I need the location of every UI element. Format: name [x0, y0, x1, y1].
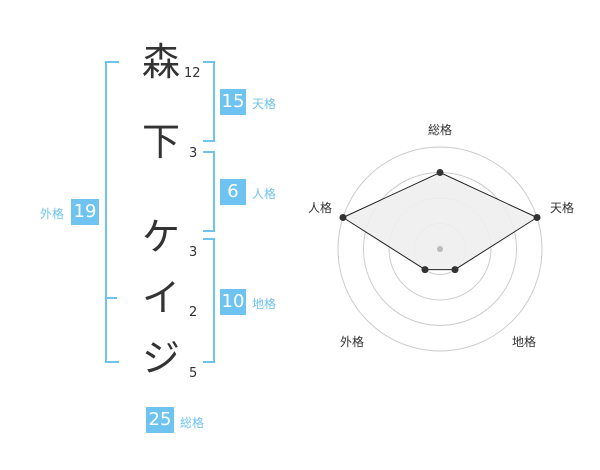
name-char-3: ケ — [141, 215, 180, 259]
soukaku-label: 総格 — [180, 416, 205, 430]
tenkaku-bracket — [203, 61, 215, 142]
radar-label-tenkaku: 天格 — [550, 200, 574, 215]
chikaku-value: 10 — [220, 289, 246, 315]
radar-label-jinkaku: 人格 — [308, 200, 332, 215]
jinkaku-bracket — [203, 151, 215, 232]
radar-point-3 — [451, 266, 459, 274]
radar-shape — [341, 171, 539, 271]
stroke-count-4: 2 — [189, 305, 198, 320]
radar-label-gaikaku: 外格 — [340, 334, 364, 349]
tenkaku-value: 15 — [220, 89, 246, 115]
radar-chart: 総格 天格 地格 外格 人格 — [308, 122, 574, 352]
gaikaku-bracket-divider — [105, 297, 117, 299]
radar-point-1 — [436, 169, 444, 176]
radar-label-soukaku: 総格 — [428, 122, 452, 137]
name-char-5: ジ — [141, 336, 180, 380]
chikaku-label: 地格 — [252, 297, 277, 311]
gaikaku-bracket — [105, 61, 119, 363]
gaikaku-label: 外格 — [40, 207, 65, 221]
radar-point-5 — [339, 214, 347, 221]
radar-center-dot — [437, 246, 443, 252]
gaikaku-value: 19 — [71, 199, 99, 225]
radar-ring — [337, 146, 543, 352]
radar-point-2 — [533, 214, 541, 221]
tenkaku-label: 天格 — [252, 97, 277, 111]
stroke-count-1: 12 — [184, 66, 201, 81]
radar-point-4 — [421, 266, 429, 274]
jinkaku-value: 6 — [220, 179, 246, 205]
radar-label-chikaku: 地格 — [512, 334, 536, 349]
chikaku-bracket — [203, 238, 215, 363]
soukaku-value: 25 — [146, 407, 174, 433]
stroke-count-3: 3 — [189, 245, 198, 260]
stroke-count-2: 3 — [189, 146, 198, 161]
name-char-1: 森 — [141, 40, 180, 84]
name-char-2: 下 — [141, 120, 180, 164]
name-char-4: イ — [141, 276, 180, 320]
jinkaku-label: 人格 — [252, 187, 277, 201]
stroke-count-5: 5 — [189, 366, 198, 381]
